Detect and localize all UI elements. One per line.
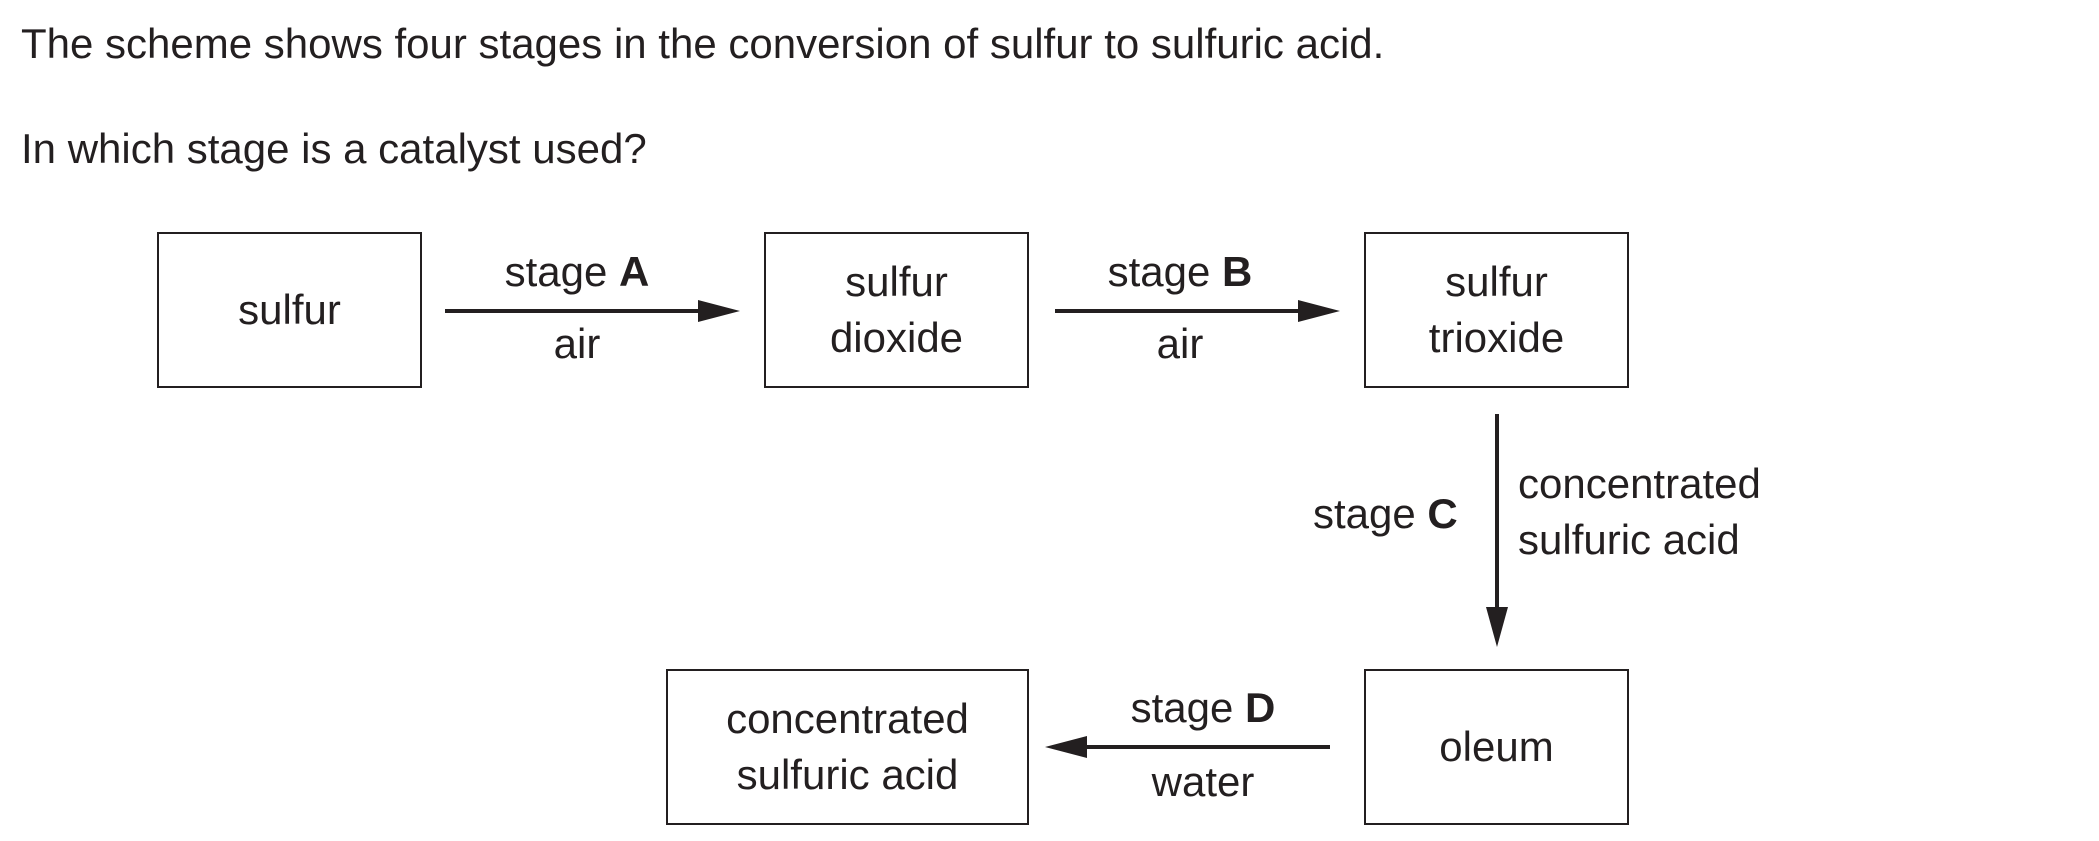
stage-c-label: stage C — [1313, 486, 1458, 542]
box-oleum: oleum — [1364, 669, 1629, 825]
box-concentrated-sulfuric-acid: concentrated sulfuric acid — [666, 669, 1029, 825]
box-sulfur-dioxide: sulfur dioxide — [764, 232, 1029, 388]
stage-d-reagent: water — [1151, 758, 1255, 805]
question-line-1: The scheme shows four stages in the conv… — [21, 20, 1385, 67]
stage-b-label: stage B — [1108, 248, 1253, 296]
stage-c-reagent-line-1: concentrated — [1518, 460, 1761, 507]
stage-a-prefix: stage — [504, 248, 608, 295]
box-oleum-label: oleum — [1439, 723, 1554, 770]
stage-a-reagent: air — [553, 320, 601, 367]
stage-d-prefix: stage — [1130, 684, 1234, 731]
stage-b-letter: B — [1222, 248, 1253, 295]
stage-a-letter: A — [619, 248, 650, 295]
stage-d-letter: D — [1245, 684, 1276, 731]
box-sulfur-dioxide-line-2: dioxide — [829, 314, 964, 361]
stage-c-reagent-line-2: sulfuric acid — [1518, 516, 1740, 563]
box-conc-acid-line-1: concentrated — [726, 695, 969, 742]
stage-d-label: stage D — [1131, 684, 1276, 732]
arrow-stage-d — [1045, 736, 1330, 758]
arrow-stage-c — [1486, 414, 1508, 647]
stage-a-label: stage A — [505, 248, 650, 296]
box-conc-acid-line-2: sulfuric acid — [736, 751, 959, 798]
stage-c-prefix: stage — [1313, 490, 1416, 537]
box-sulfur-trioxide-line-1: sulfur — [1445, 258, 1548, 305]
box-sulfur: sulfur — [157, 232, 422, 388]
stage-b-reagent: air — [1156, 320, 1204, 367]
arrow-stage-b — [1055, 300, 1340, 322]
box-sulfur-dioxide-line-1: sulfur — [845, 258, 948, 305]
stage-c-letter: C — [1427, 490, 1458, 537]
arrow-stage-a — [445, 300, 740, 322]
stage-b-prefix: stage — [1107, 248, 1211, 295]
box-sulfur-trioxide: sulfur trioxide — [1364, 232, 1629, 388]
box-sulfur-label: sulfur — [238, 286, 341, 333]
question-line-2: In which stage is a catalyst used? — [21, 125, 647, 172]
box-sulfur-trioxide-line-2: trioxide — [1428, 314, 1565, 361]
